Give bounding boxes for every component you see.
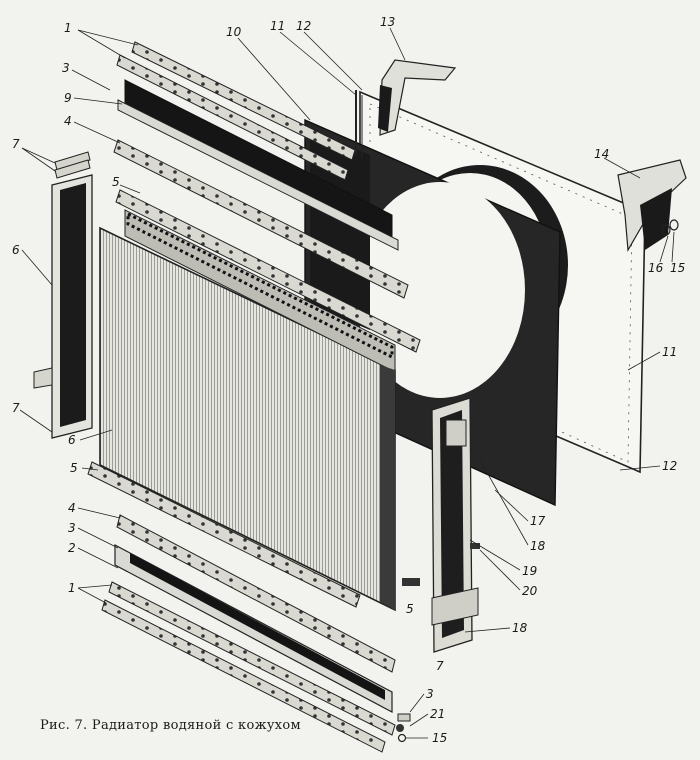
- label-5-mid: 5: [70, 461, 78, 475]
- label-17: 17: [530, 514, 546, 528]
- label-11-top: 11: [270, 19, 286, 33]
- label-5-small: 5: [406, 602, 414, 616]
- radiator-core: [99, 209, 396, 612]
- label-7-bottom: 7: [436, 659, 444, 673]
- label-12-top: 12: [296, 19, 312, 33]
- top-tank-9: [117, 79, 399, 251]
- top-strip-1: [116, 41, 356, 181]
- label-6-mid: 6: [68, 433, 76, 447]
- label-2: 2: [68, 541, 76, 555]
- label-4-bottom: 4: [68, 501, 76, 515]
- label-3-top: 3: [62, 61, 70, 75]
- right-side-panel-7: [431, 397, 479, 653]
- top-strip-5: [115, 189, 421, 353]
- label-18-mid: 18: [530, 539, 546, 553]
- label-12-right: 12: [662, 459, 678, 473]
- bracket-13: [355, 59, 457, 158]
- label-15-right: 15: [670, 261, 686, 275]
- label-5-top: 5: [112, 175, 120, 189]
- bottom-strip-4: [116, 514, 396, 673]
- bottom-tank-2: [114, 544, 393, 713]
- bottom-strip-1: [101, 581, 396, 753]
- bottom-strip-5: [87, 461, 361, 608]
- left-brackets-7: [33, 151, 91, 389]
- label-18-bottom: 18: [512, 621, 528, 635]
- label-19: 19: [522, 564, 538, 578]
- label-6-left: 6: [12, 243, 20, 257]
- label-21: 21: [430, 707, 446, 721]
- label-14: 14: [594, 147, 610, 161]
- left-side-panel-6: [51, 174, 93, 439]
- label-13: 13: [380, 15, 396, 29]
- leader-lines: [19, 27, 675, 739]
- label-3-bottom: 3: [68, 521, 76, 535]
- top-strip-4: [113, 139, 409, 299]
- label-11-right: 11: [662, 345, 678, 359]
- figure-caption: Рис. 7. Радиатор водяной с кожухом: [40, 718, 301, 733]
- label-15-bottom-right: 15: [432, 731, 448, 745]
- label-4-top: 4: [64, 114, 72, 128]
- label-20: 20: [522, 584, 538, 598]
- label-10: 10: [226, 25, 242, 39]
- fasteners: [396, 543, 480, 743]
- bracket-14: [617, 159, 687, 252]
- label-9: 9: [64, 91, 72, 105]
- label-1-bottom: 1: [68, 581, 76, 595]
- label-7-left: 7: [12, 401, 20, 415]
- label-1-top: 1: [64, 21, 72, 35]
- label-3-bottom-right: 3: [426, 687, 434, 701]
- label-16: 16: [648, 261, 664, 275]
- label-7-top-left: 7: [12, 137, 20, 151]
